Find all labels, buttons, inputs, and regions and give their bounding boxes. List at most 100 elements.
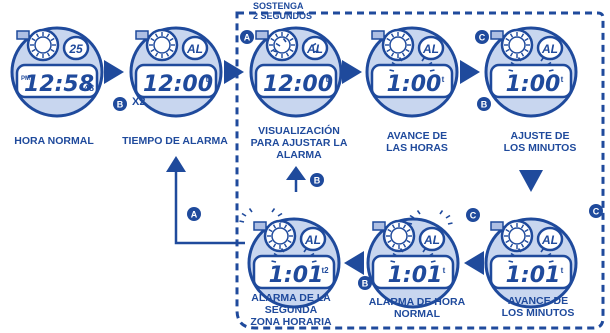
multiplier-x2: X2 <box>132 96 146 108</box>
dial-tick <box>268 239 273 244</box>
caption-avance-minutos: AVANCE DE LOS MINUTOS <box>501 295 575 319</box>
dial-tick <box>287 228 292 233</box>
dial-tick <box>505 239 510 244</box>
flash-mark <box>510 252 516 257</box>
main-lcd <box>254 63 338 99</box>
button-b-zone[interactable]: B <box>310 173 324 187</box>
button-letter: A <box>244 33 251 43</box>
dial-tick <box>509 243 514 248</box>
dial-tick <box>509 52 514 57</box>
lcd-time: 12:00 <box>263 72 333 97</box>
flash-mark <box>239 220 245 223</box>
button-letter: A <box>191 210 198 220</box>
watch-lug <box>490 221 504 231</box>
button-b-hour-alarm[interactable]: B <box>358 276 372 290</box>
dial-circle <box>500 219 534 253</box>
flash-mark <box>407 222 413 225</box>
dial-tick <box>390 33 395 38</box>
watch-lug <box>135 30 149 40</box>
flash-mark <box>279 220 285 223</box>
flash-mark <box>517 248 522 253</box>
dial-tick <box>402 243 407 248</box>
flash-mark <box>428 252 434 257</box>
button-c-minadv[interactable]: C <box>589 204 603 218</box>
flash-mark <box>427 61 433 66</box>
flash-mark <box>390 260 396 263</box>
dial-tick <box>31 37 36 42</box>
button-a-return[interactable]: A <box>187 207 201 221</box>
button-c-hour[interactable]: C <box>475 30 489 44</box>
button-a-view[interactable]: A <box>240 30 254 44</box>
flash-mark <box>546 252 552 257</box>
dial-tick <box>283 224 288 229</box>
lcd-seconds: 48 <box>84 83 94 93</box>
button-letter: B <box>362 279 369 289</box>
button-b-normal[interactable]: B <box>113 97 127 111</box>
dial-tick <box>169 48 174 53</box>
button-letter: B <box>314 176 321 186</box>
dial-tick <box>274 52 279 57</box>
dial-tick <box>46 52 51 57</box>
dial-tick <box>31 48 36 53</box>
dial-tick <box>150 37 155 42</box>
arrow-minutes-down <box>519 170 543 192</box>
dial-inner-ring <box>273 36 291 54</box>
sub-display-text: AL <box>422 42 439 56</box>
dashed-group-border <box>235 11 605 330</box>
watch-lug <box>253 221 267 231</box>
sub-display-text: AL <box>186 42 203 56</box>
flash-mark <box>389 69 395 72</box>
dial-circle <box>263 219 297 253</box>
dial-circle <box>26 28 60 62</box>
dial-tick <box>165 52 170 57</box>
flash-mark <box>421 57 426 62</box>
dial-tick <box>274 33 279 38</box>
arrow-normal-to-alarm <box>104 60 124 84</box>
dial-tick <box>505 37 510 42</box>
dial-circle <box>145 28 179 62</box>
sub-display-text: AL <box>423 233 440 247</box>
flash-mark <box>282 38 287 43</box>
button-badge <box>240 30 254 44</box>
dial-tick <box>505 48 510 53</box>
sub-display-text: AL <box>541 42 558 56</box>
flash-mark <box>399 248 404 253</box>
flash-mark <box>447 222 453 225</box>
flash-mark <box>241 212 247 217</box>
dial-tick <box>520 224 525 229</box>
dial-inner-ring <box>34 36 52 54</box>
flash-mark <box>540 248 545 253</box>
dial-inner-ring <box>508 227 526 245</box>
lcd-suffix: t <box>561 75 564 84</box>
dial-tick <box>520 52 525 57</box>
dial-inner-ring <box>390 227 408 245</box>
flash-mark <box>517 57 522 62</box>
lcd-suffix: t2 <box>321 266 329 275</box>
button-badge <box>187 207 201 221</box>
lcd-suffix: t <box>442 75 445 84</box>
flash-mark <box>303 248 308 253</box>
caption-visualizacion: VISUALIZACIÓN PARA AJUSTAR LA ALARMA <box>250 125 348 161</box>
watch-lug <box>490 30 504 40</box>
button-b-minutes[interactable]: B <box>477 97 491 111</box>
flow-arrows <box>104 60 543 275</box>
dial-tick <box>285 33 290 38</box>
button-badge <box>113 97 127 111</box>
sub-display <box>299 226 327 252</box>
sub-display <box>181 35 209 61</box>
dial-tick <box>289 48 294 53</box>
lcd-time: 1:01 <box>506 263 561 288</box>
flash-mark <box>510 61 516 66</box>
flash-mark <box>392 252 398 257</box>
dial-tick <box>268 228 273 233</box>
dial-tick <box>289 37 294 42</box>
dial-tick <box>35 33 40 38</box>
caption-tiempo-alarma: TIEMPO DE ALARMA <box>122 135 228 147</box>
dial-tick <box>154 33 159 38</box>
button-badge <box>589 204 603 218</box>
button-c-hour-alarm[interactable]: C <box>466 208 480 222</box>
